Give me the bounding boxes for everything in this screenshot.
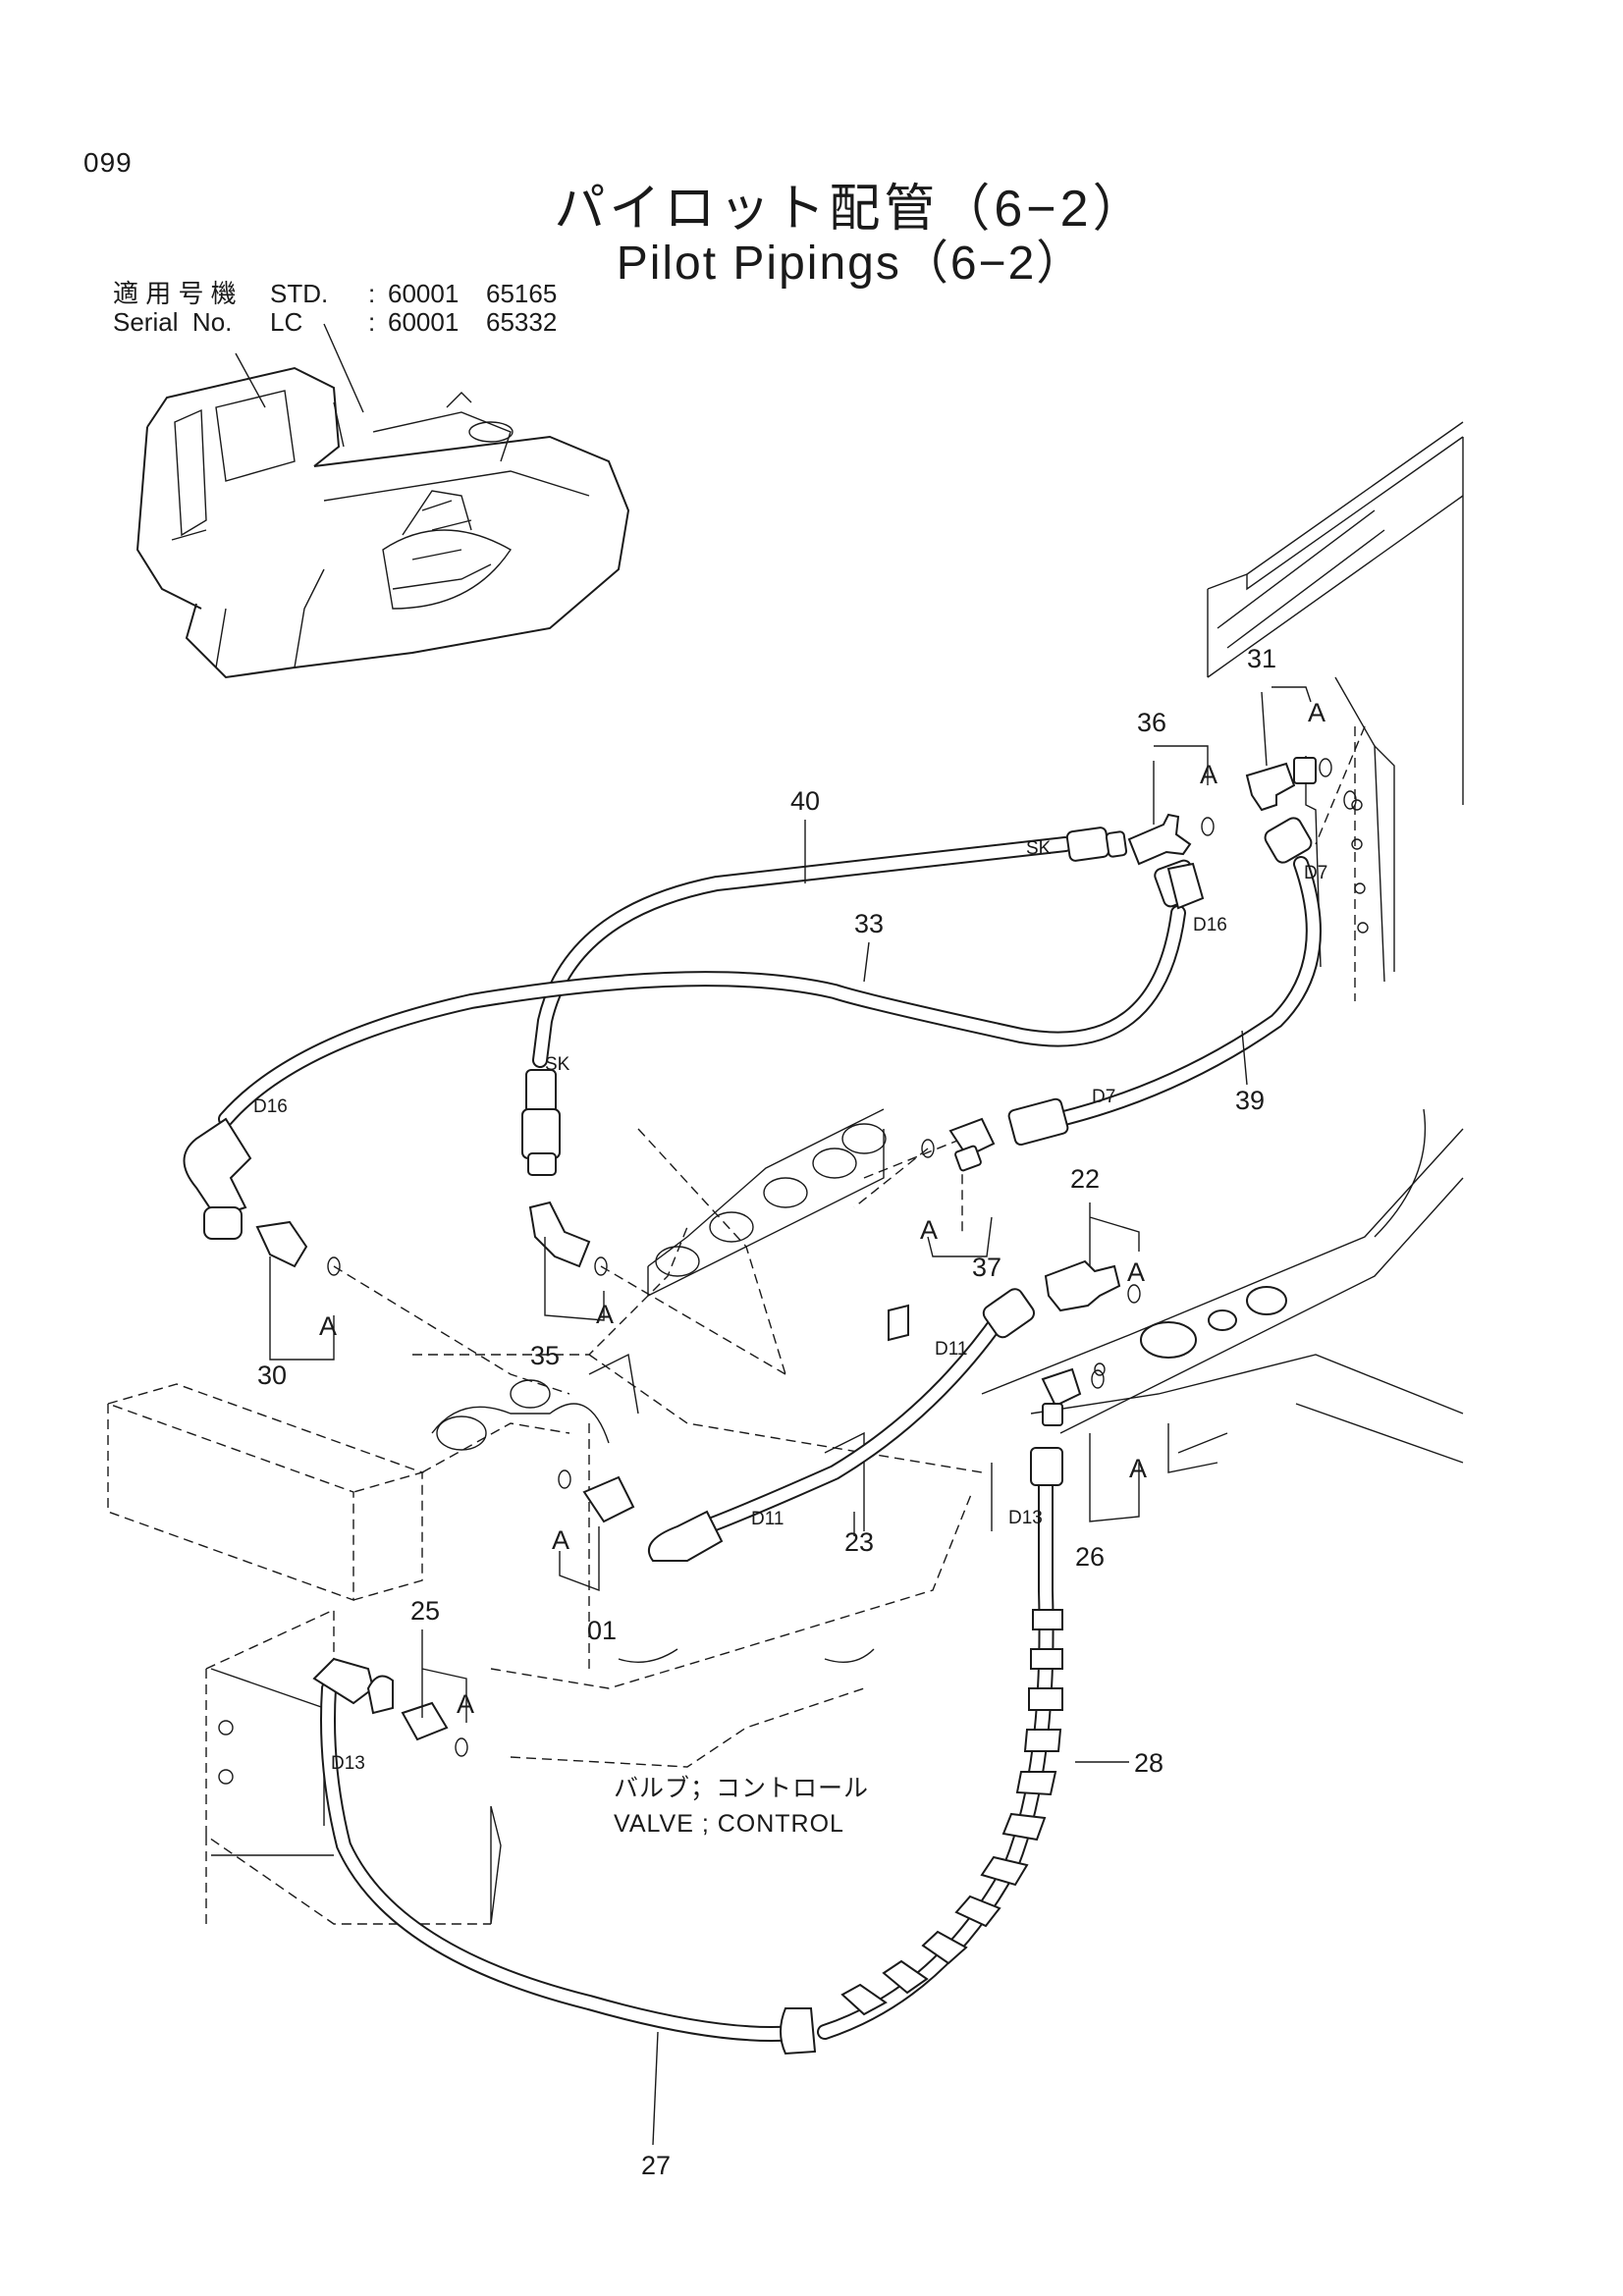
callout-37: 37	[972, 1253, 1001, 1282]
marker-d11: D11	[751, 1509, 784, 1529]
serial-from: 60001	[388, 307, 460, 337]
marker-a: A	[1308, 698, 1325, 727]
page-number: 099	[83, 147, 133, 178]
callout-01: 01	[587, 1616, 617, 1645]
marker-d7: D7	[1304, 863, 1327, 883]
hose-33	[183, 859, 1201, 1240]
valve-note-english: VALVE ; CONTROL	[614, 1810, 844, 1838]
callout-22: 22	[1070, 1164, 1100, 1194]
serial-row-std: 適 用 号 機 STD. : 60001 65165	[113, 280, 557, 308]
callout-36: 36	[1137, 708, 1166, 737]
callout-40: 40	[790, 786, 820, 816]
callout-39: 39	[1235, 1086, 1265, 1115]
fitting-31-elbow	[1245, 757, 1357, 812]
marker-a: A	[1129, 1454, 1147, 1483]
serial-row-lc: Serial No. LC : 60001 65332	[113, 308, 557, 337]
marker-d16: D16	[253, 1096, 288, 1117]
marker-a: A	[552, 1525, 569, 1555]
marker-sk: SK	[1026, 838, 1052, 859]
callout-31: 31	[1247, 644, 1276, 673]
hose-40	[521, 827, 1128, 1176]
page-title-japanese: パイロット配管（6−2）	[554, 181, 1148, 238]
hose-39	[1007, 817, 1322, 1147]
marker-d16: D16	[1193, 915, 1227, 935]
marker-d13: D13	[331, 1753, 365, 1774]
marker-a: A	[457, 1689, 474, 1719]
callout-27: 27	[641, 2151, 671, 2180]
frame-structure	[981, 421, 1464, 1464]
marker-a: A	[596, 1300, 614, 1329]
marker-d11: D11	[935, 1339, 967, 1360]
markers: A A A A A A A A A SK SK D16 D16 D7 D7 D1…	[253, 698, 1327, 1774]
serial-type: STD.	[270, 279, 329, 308]
fitting-36-tee	[1127, 813, 1215, 910]
callout-35: 35	[530, 1341, 560, 1370]
marker-d7: D7	[1092, 1087, 1115, 1107]
serial-separator: :	[368, 279, 376, 308]
valve-port-caps	[888, 1286, 1287, 1359]
marker-a: A	[1200, 760, 1217, 789]
control-valve-body	[107, 1108, 1228, 1925]
callouts: 40 33 36 31 39 22 37 30 35 23 26 01 25 2…	[257, 644, 1276, 2180]
leader-lines	[269, 686, 1366, 2146]
hose-23	[647, 1288, 1036, 1562]
marker-a: A	[1127, 1257, 1145, 1287]
fitting-25	[366, 1675, 468, 1757]
valve-note-japanese: バルブ；コントロール	[614, 1775, 869, 1802]
fitting-01	[558, 1469, 635, 1523]
marker-d13: D13	[1008, 1508, 1043, 1528]
callout-23: 23	[844, 1527, 874, 1557]
callout-33: 33	[854, 909, 884, 938]
callout-30: 30	[257, 1361, 287, 1390]
serial-label: Serial No.	[113, 307, 233, 337]
page-title-english: Pilot Pipings（6−2）	[616, 238, 1086, 290]
serial-to: 65165	[486, 279, 558, 308]
hose-28-spiral-guard	[780, 1447, 1063, 2056]
callout-28: 28	[1134, 1748, 1163, 1778]
fitting-22-tee	[1044, 1259, 1141, 1312]
fitting-37	[921, 1117, 996, 1172]
callout-25: 25	[410, 1596, 440, 1626]
serial-label: 適 用 号 機	[113, 279, 237, 308]
marker-sk: SK	[545, 1054, 570, 1075]
serial-separator: :	[368, 307, 376, 337]
serial-type: LC	[270, 307, 303, 337]
serial-to: 65332	[486, 307, 558, 337]
hose-27	[312, 1657, 813, 2042]
callout-26: 26	[1075, 1542, 1105, 1572]
marker-a: A	[920, 1215, 938, 1245]
fitting-35-elbow	[528, 1201, 608, 1276]
serial-from: 60001	[388, 279, 460, 308]
fitting-30	[255, 1220, 341, 1276]
marker-a: A	[319, 1311, 337, 1341]
excavator-locator-sketch	[135, 323, 630, 679]
fitting-26	[1041, 1362, 1106, 1426]
serial-number-table: 適 用 号 機 STD. : 60001 65165 Serial No. LC…	[113, 280, 557, 337]
